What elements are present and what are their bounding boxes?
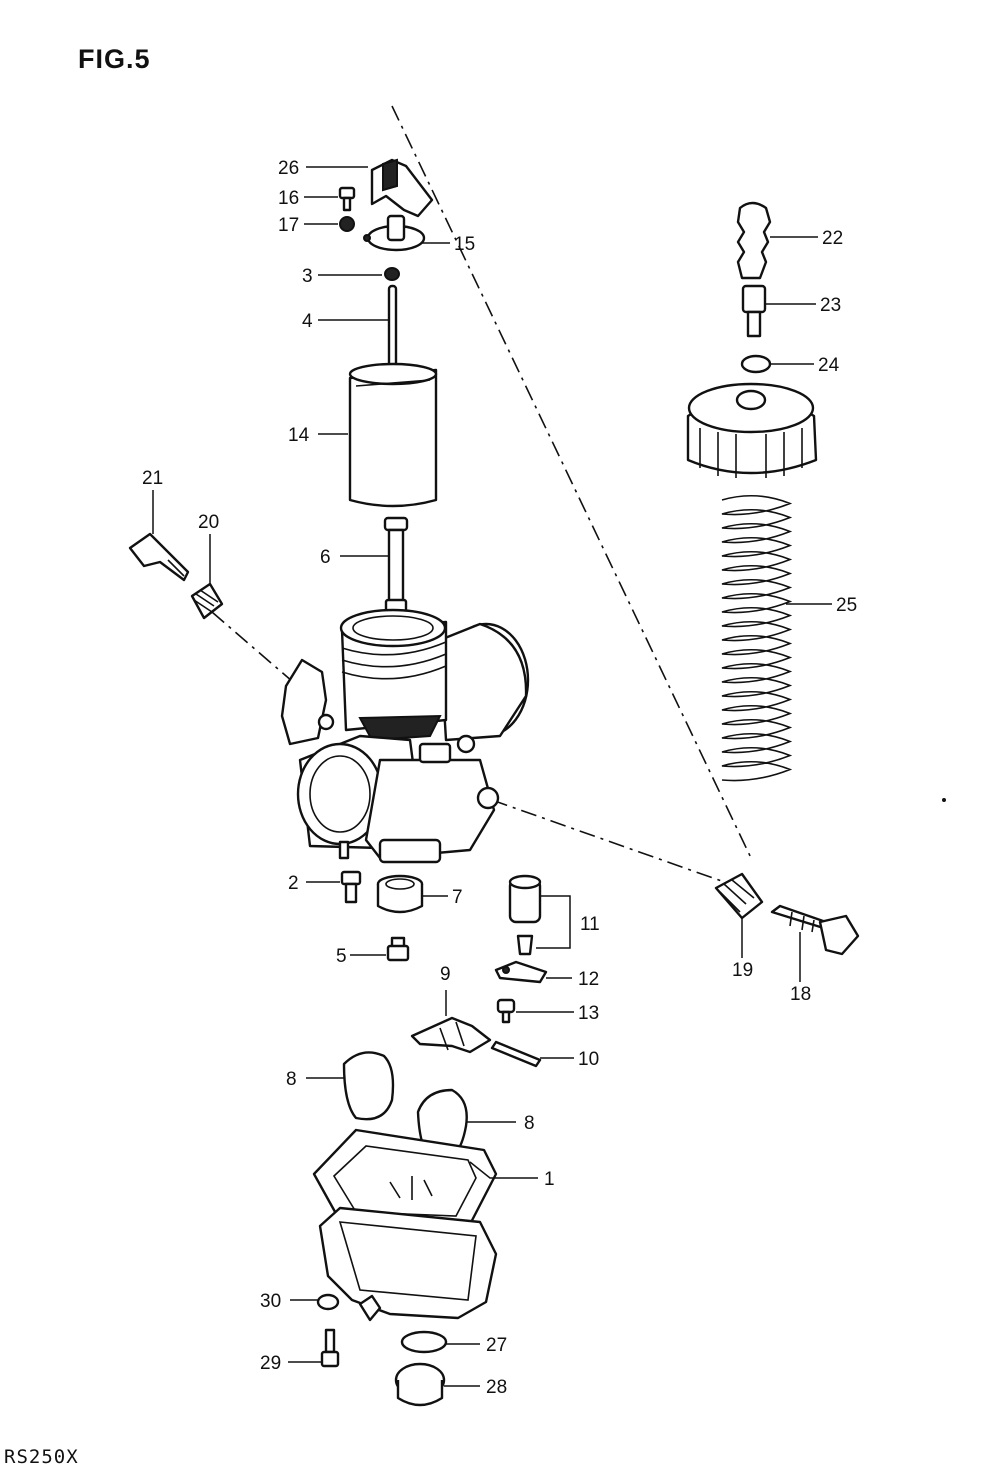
- part-22-cable-adjuster: [736, 201, 772, 280]
- part-24-lock-nut: [740, 354, 772, 374]
- callout-2: 2: [288, 873, 299, 894]
- part-3-clip: [384, 267, 400, 281]
- part-21-throttle-stop-screw: [128, 532, 190, 582]
- callout-4: 4: [302, 311, 313, 332]
- part-17-washer: [339, 216, 355, 232]
- callout-19: 19: [732, 960, 753, 981]
- part-2-main-jet-holder: [340, 870, 362, 904]
- callout-23: 23: [820, 295, 841, 316]
- speck: [942, 798, 946, 802]
- part-16-screw: [338, 186, 356, 212]
- part-12-retainer-plate: [494, 960, 548, 984]
- part-28-drain-plug: [394, 1362, 446, 1407]
- callout-21: 21: [142, 468, 163, 489]
- callout-17: 17: [278, 215, 299, 236]
- part-15-plate: [363, 214, 426, 252]
- callout-27: 27: [486, 1335, 507, 1356]
- alignment-line-top: [391, 105, 753, 861]
- part-5-main-jet: [386, 936, 410, 962]
- callout-15: 15: [454, 234, 475, 255]
- part-19-spring: [714, 872, 764, 920]
- callout-labels: 26 16 17 15 3 4 14 6 21 20 22 23 24 25 2…: [142, 158, 857, 1398]
- part-27-o-ring: [400, 1330, 448, 1354]
- callout-3: 3: [302, 266, 313, 287]
- callout-13: 13: [578, 1003, 599, 1024]
- part-9-float-arm: [410, 1016, 492, 1054]
- callout-12: 12: [578, 969, 599, 990]
- part-30-washer: [316, 1293, 340, 1311]
- callout-10: 10: [578, 1049, 599, 1070]
- callout-1: 1: [544, 1169, 555, 1190]
- callout-24: 24: [818, 355, 840, 376]
- callout-8-right: 8: [524, 1113, 535, 1134]
- callout-16: 16: [278, 188, 299, 209]
- part-23-adjuster-nut: [741, 284, 767, 338]
- mixing-chamber-cap: [686, 382, 818, 478]
- callout-6: 6: [320, 547, 331, 568]
- part-11-float-valve: [508, 874, 542, 956]
- callout-25: 25: [836, 595, 857, 616]
- callout-11: 11: [580, 914, 600, 935]
- part-29-bolt: [320, 1328, 340, 1368]
- part-7-baffle: [376, 874, 424, 914]
- callout-30: 30: [260, 1291, 281, 1312]
- part-25-valve-spring: [721, 494, 793, 782]
- callout-29: 29: [260, 1353, 281, 1374]
- callout-14: 14: [288, 425, 310, 446]
- callout-9: 9: [440, 964, 451, 985]
- callout-8-left: 8: [286, 1069, 297, 1090]
- callout-22: 22: [822, 228, 843, 249]
- callout-18: 18: [790, 984, 811, 1005]
- carburetor-body: [280, 608, 530, 864]
- float-chamber: [318, 1206, 498, 1322]
- part-10-float-pin: [490, 1040, 542, 1068]
- callout-28: 28: [486, 1377, 507, 1398]
- alignment-line-air-screw: [491, 799, 731, 885]
- part-6-needle-jet: [383, 516, 409, 626]
- part-8-float-left: [342, 1051, 395, 1121]
- part-13-screw: [496, 998, 516, 1024]
- part-26-cap-cover: [370, 158, 434, 218]
- figure-title: FIG.5: [78, 44, 151, 74]
- part-14-throttle-valve: [348, 362, 438, 508]
- callout-26: 26: [278, 158, 299, 179]
- model-code: RS250X: [4, 1446, 79, 1468]
- part-18-pilot-air-screw: [770, 904, 860, 956]
- alignment-line-idle-screw: [211, 611, 301, 689]
- callout-7: 7: [452, 887, 463, 908]
- part-20-spring: [190, 582, 224, 620]
- callout-20: 20: [198, 512, 219, 533]
- leader-lines: [152, 166, 832, 1387]
- callout-5: 5: [336, 946, 347, 967]
